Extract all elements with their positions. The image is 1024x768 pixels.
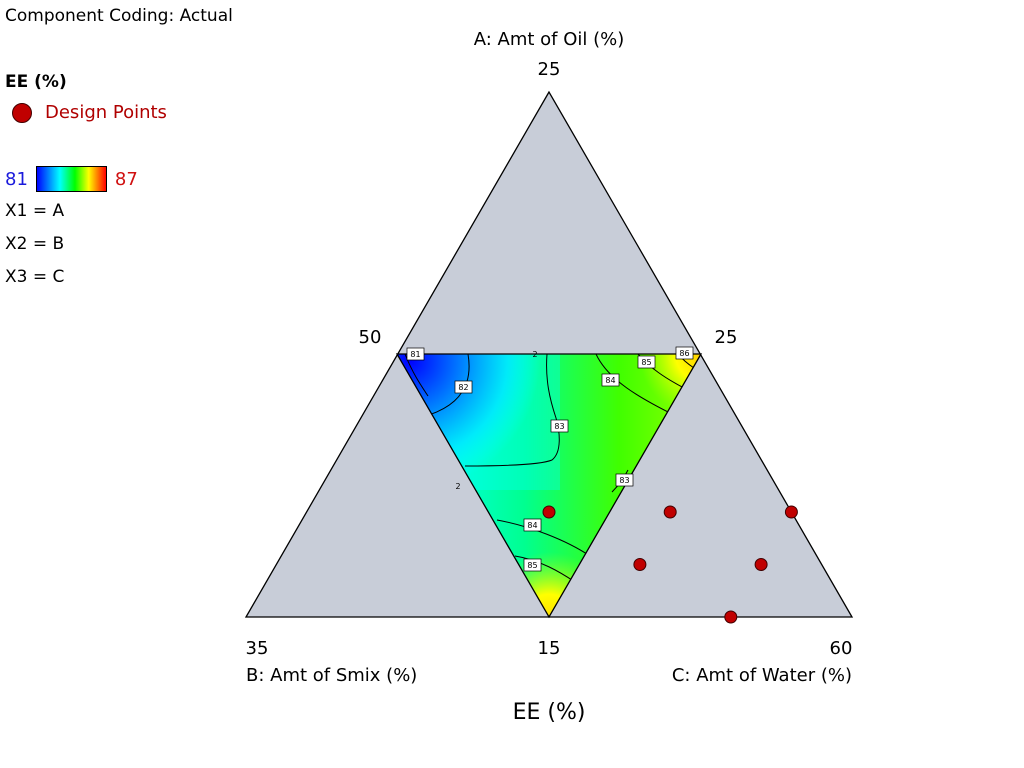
- tick-bottom-left: 35: [246, 638, 269, 659]
- colorbar-min: 81: [5, 168, 28, 190]
- design-point: [784, 505, 798, 519]
- axis-c-title: C: Amt of Water (%): [672, 665, 852, 686]
- response-label: EE (%): [5, 72, 67, 92]
- axis-a-title: A: Amt of Oil (%): [474, 29, 625, 50]
- contour-label: 86: [679, 349, 689, 358]
- contour-label: 84: [527, 521, 537, 530]
- contour-label: 85: [527, 561, 537, 570]
- tick-apex-top: 25: [538, 59, 561, 80]
- tick-right-mid: 25: [715, 327, 738, 348]
- design-point: [542, 505, 556, 519]
- design-point: [754, 558, 768, 571]
- design-points-label: Design Points: [45, 102, 167, 123]
- chart-title: EE (%): [513, 700, 586, 725]
- tick-bottom-mid: 15: [538, 638, 561, 659]
- contour-label: 84: [605, 376, 615, 385]
- colorbar: 81 87: [5, 166, 138, 192]
- contour-label: 82: [458, 383, 468, 392]
- design-points: [542, 505, 798, 624]
- contour-labels: 81 82 83 84 85 86 83 84 85 2 2: [406, 346, 694, 572]
- contour-label: 81: [410, 350, 420, 359]
- axis-b-title: B: Amt of Smix (%): [246, 665, 417, 686]
- design-point-marker-icon: [12, 102, 32, 123]
- colorbar-gradient: [35, 166, 107, 192]
- factor-map-x1: X1 = A: [5, 201, 65, 221]
- component-coding-label: Component Coding: Actual: [5, 6, 233, 26]
- replicate-label: 2: [455, 482, 460, 491]
- tick-left-mid: 50: [359, 327, 382, 348]
- design-points-legend: Design Points: [12, 102, 167, 123]
- axis-labels: A: Amt of Oil (%) 25 50 25 35 15 60 B: A…: [246, 29, 853, 725]
- factor-map-x2: X2 = B: [5, 234, 65, 254]
- design-point: [724, 610, 738, 624]
- design-point: [663, 505, 677, 519]
- factor-map-x3: X3 = C: [5, 267, 65, 287]
- tick-bottom-right: 60: [830, 638, 853, 659]
- contour-label: 83: [554, 422, 564, 431]
- design-point: [633, 558, 647, 571]
- replicate-label: 2: [532, 350, 537, 359]
- contour-label: 83: [619, 476, 629, 485]
- contour-label: 85: [641, 358, 651, 367]
- colorbar-max: 87: [114, 168, 138, 190]
